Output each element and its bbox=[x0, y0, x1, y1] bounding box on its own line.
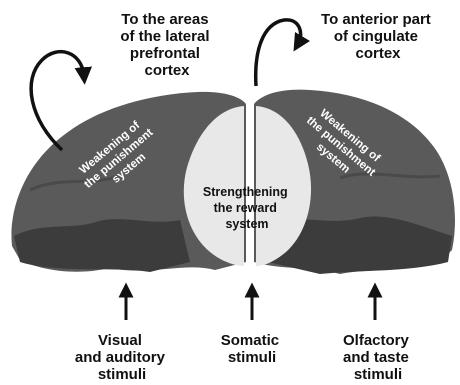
lower-gyri-right bbox=[268, 216, 452, 274]
gyrus-line bbox=[29, 174, 121, 192]
curved-arrow-left bbox=[29, 49, 92, 152]
label-reward-system: Strengthening the reward system bbox=[203, 185, 291, 231]
label-olfactory-taste: Olfactory and taste stimuli bbox=[343, 332, 413, 383]
label-lateral-prefrontal: To the areas of the lateral prefrontal c… bbox=[120, 11, 213, 79]
gyrus-line bbox=[339, 172, 441, 180]
label-anterior-cingulate: To anterior part of cingulate cortex bbox=[321, 11, 435, 62]
reward-region-right-lobe bbox=[256, 106, 312, 266]
label-visual-auditory: Visual and auditory stimuli bbox=[75, 332, 169, 383]
curved-arrow-right bbox=[253, 18, 311, 87]
reward-region-left-lobe bbox=[183, 106, 244, 266]
lower-gyri-left bbox=[14, 219, 190, 272]
label-somatic: Somatic stimuli bbox=[221, 332, 284, 366]
